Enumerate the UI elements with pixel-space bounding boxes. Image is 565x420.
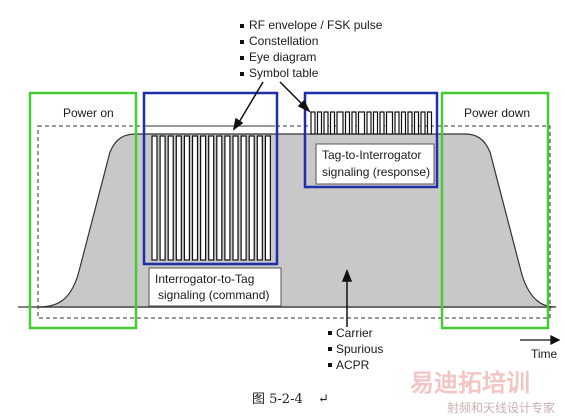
command-pulse (224, 135, 231, 261)
command-pulse (240, 135, 247, 261)
response-pulse (426, 111, 433, 135)
caption-return-mark: ↵ (318, 392, 329, 407)
command-label-line1: Interrogator-to-Tag (155, 272, 254, 286)
response-pulse (366, 111, 372, 135)
measurement-item: Spurious (336, 342, 383, 356)
figure-caption: 图 5-2-4 (252, 392, 303, 407)
bullet (240, 56, 244, 60)
bullet (328, 347, 332, 351)
list-arrows (232, 81, 311, 131)
command-pulses (146, 125, 275, 261)
time-axis-arrow (520, 334, 561, 346)
response-pulse (344, 111, 351, 135)
response-signaling-box (303, 91, 439, 189)
measurement-item: Constellation (249, 34, 318, 48)
power-down-box (440, 91, 550, 330)
command-pulse (191, 135, 199, 261)
response-pulse (323, 111, 329, 135)
command-label-line2: signaling (command) (158, 288, 269, 302)
dashed-envelope-outer (37, 125, 551, 319)
bullet (240, 24, 244, 28)
response-pulse (351, 111, 357, 135)
response-pulse (310, 111, 316, 135)
watermark-sub: 射频和天线设计专家 (447, 400, 555, 415)
watermark-main: 易迪拓培训 (410, 369, 530, 397)
response-label-line1: Tag-to-Interrogator (322, 148, 421, 162)
command-pulse (264, 135, 271, 261)
command-pulse (200, 135, 207, 261)
response-pulse (400, 111, 407, 135)
response-label-bg (315, 143, 435, 185)
command-pulse (159, 135, 166, 261)
response-pulse (385, 111, 394, 135)
power-on-label: Power on (63, 106, 114, 120)
command-pulse (232, 135, 239, 261)
carrier-arrow (341, 268, 353, 327)
bullet (328, 331, 332, 335)
power-on-box (28, 91, 138, 330)
bullet (328, 363, 332, 367)
bullet (240, 40, 244, 44)
response-pulse (372, 111, 379, 135)
measurement-item: Eye diagram (249, 50, 316, 64)
response-pulse (420, 111, 426, 135)
command-pulse (248, 135, 255, 261)
command-pulse (167, 135, 174, 261)
measurements-bottom-list: Carrier Spurious ACPR (328, 326, 383, 372)
response-pulse (407, 111, 413, 135)
measurement-item: Symbol table (249, 66, 319, 80)
command-label-bg (148, 267, 282, 307)
command-pulse (151, 135, 158, 261)
measurement-item: RF envelope / FSK pulse (249, 18, 383, 32)
bullet (240, 72, 244, 76)
response-pulse (413, 111, 420, 135)
response-pulse (336, 111, 344, 135)
response-pulse (379, 111, 385, 135)
response-pulse (394, 111, 400, 135)
time-label: Time (531, 347, 558, 361)
command-pulse (208, 135, 215, 261)
command-pulse (216, 135, 223, 261)
command-pulse (183, 135, 190, 261)
response-pulse (329, 111, 336, 135)
response-pulses (310, 111, 433, 135)
power-down-label: Power down (464, 106, 530, 120)
response-pulse (316, 111, 323, 135)
response-pulse (357, 111, 366, 135)
measurements-top-list: RF envelope / FSK pulse Constellation Ey… (240, 18, 383, 80)
response-label-line2: signaling (response) (322, 165, 430, 179)
rf-envelope (37, 133, 557, 308)
measurement-item: Carrier (336, 326, 373, 340)
command-pulse (256, 135, 263, 261)
command-pulse (175, 135, 182, 261)
command-signaling-box (142, 91, 279, 266)
measurement-item: ACPR (336, 358, 370, 372)
